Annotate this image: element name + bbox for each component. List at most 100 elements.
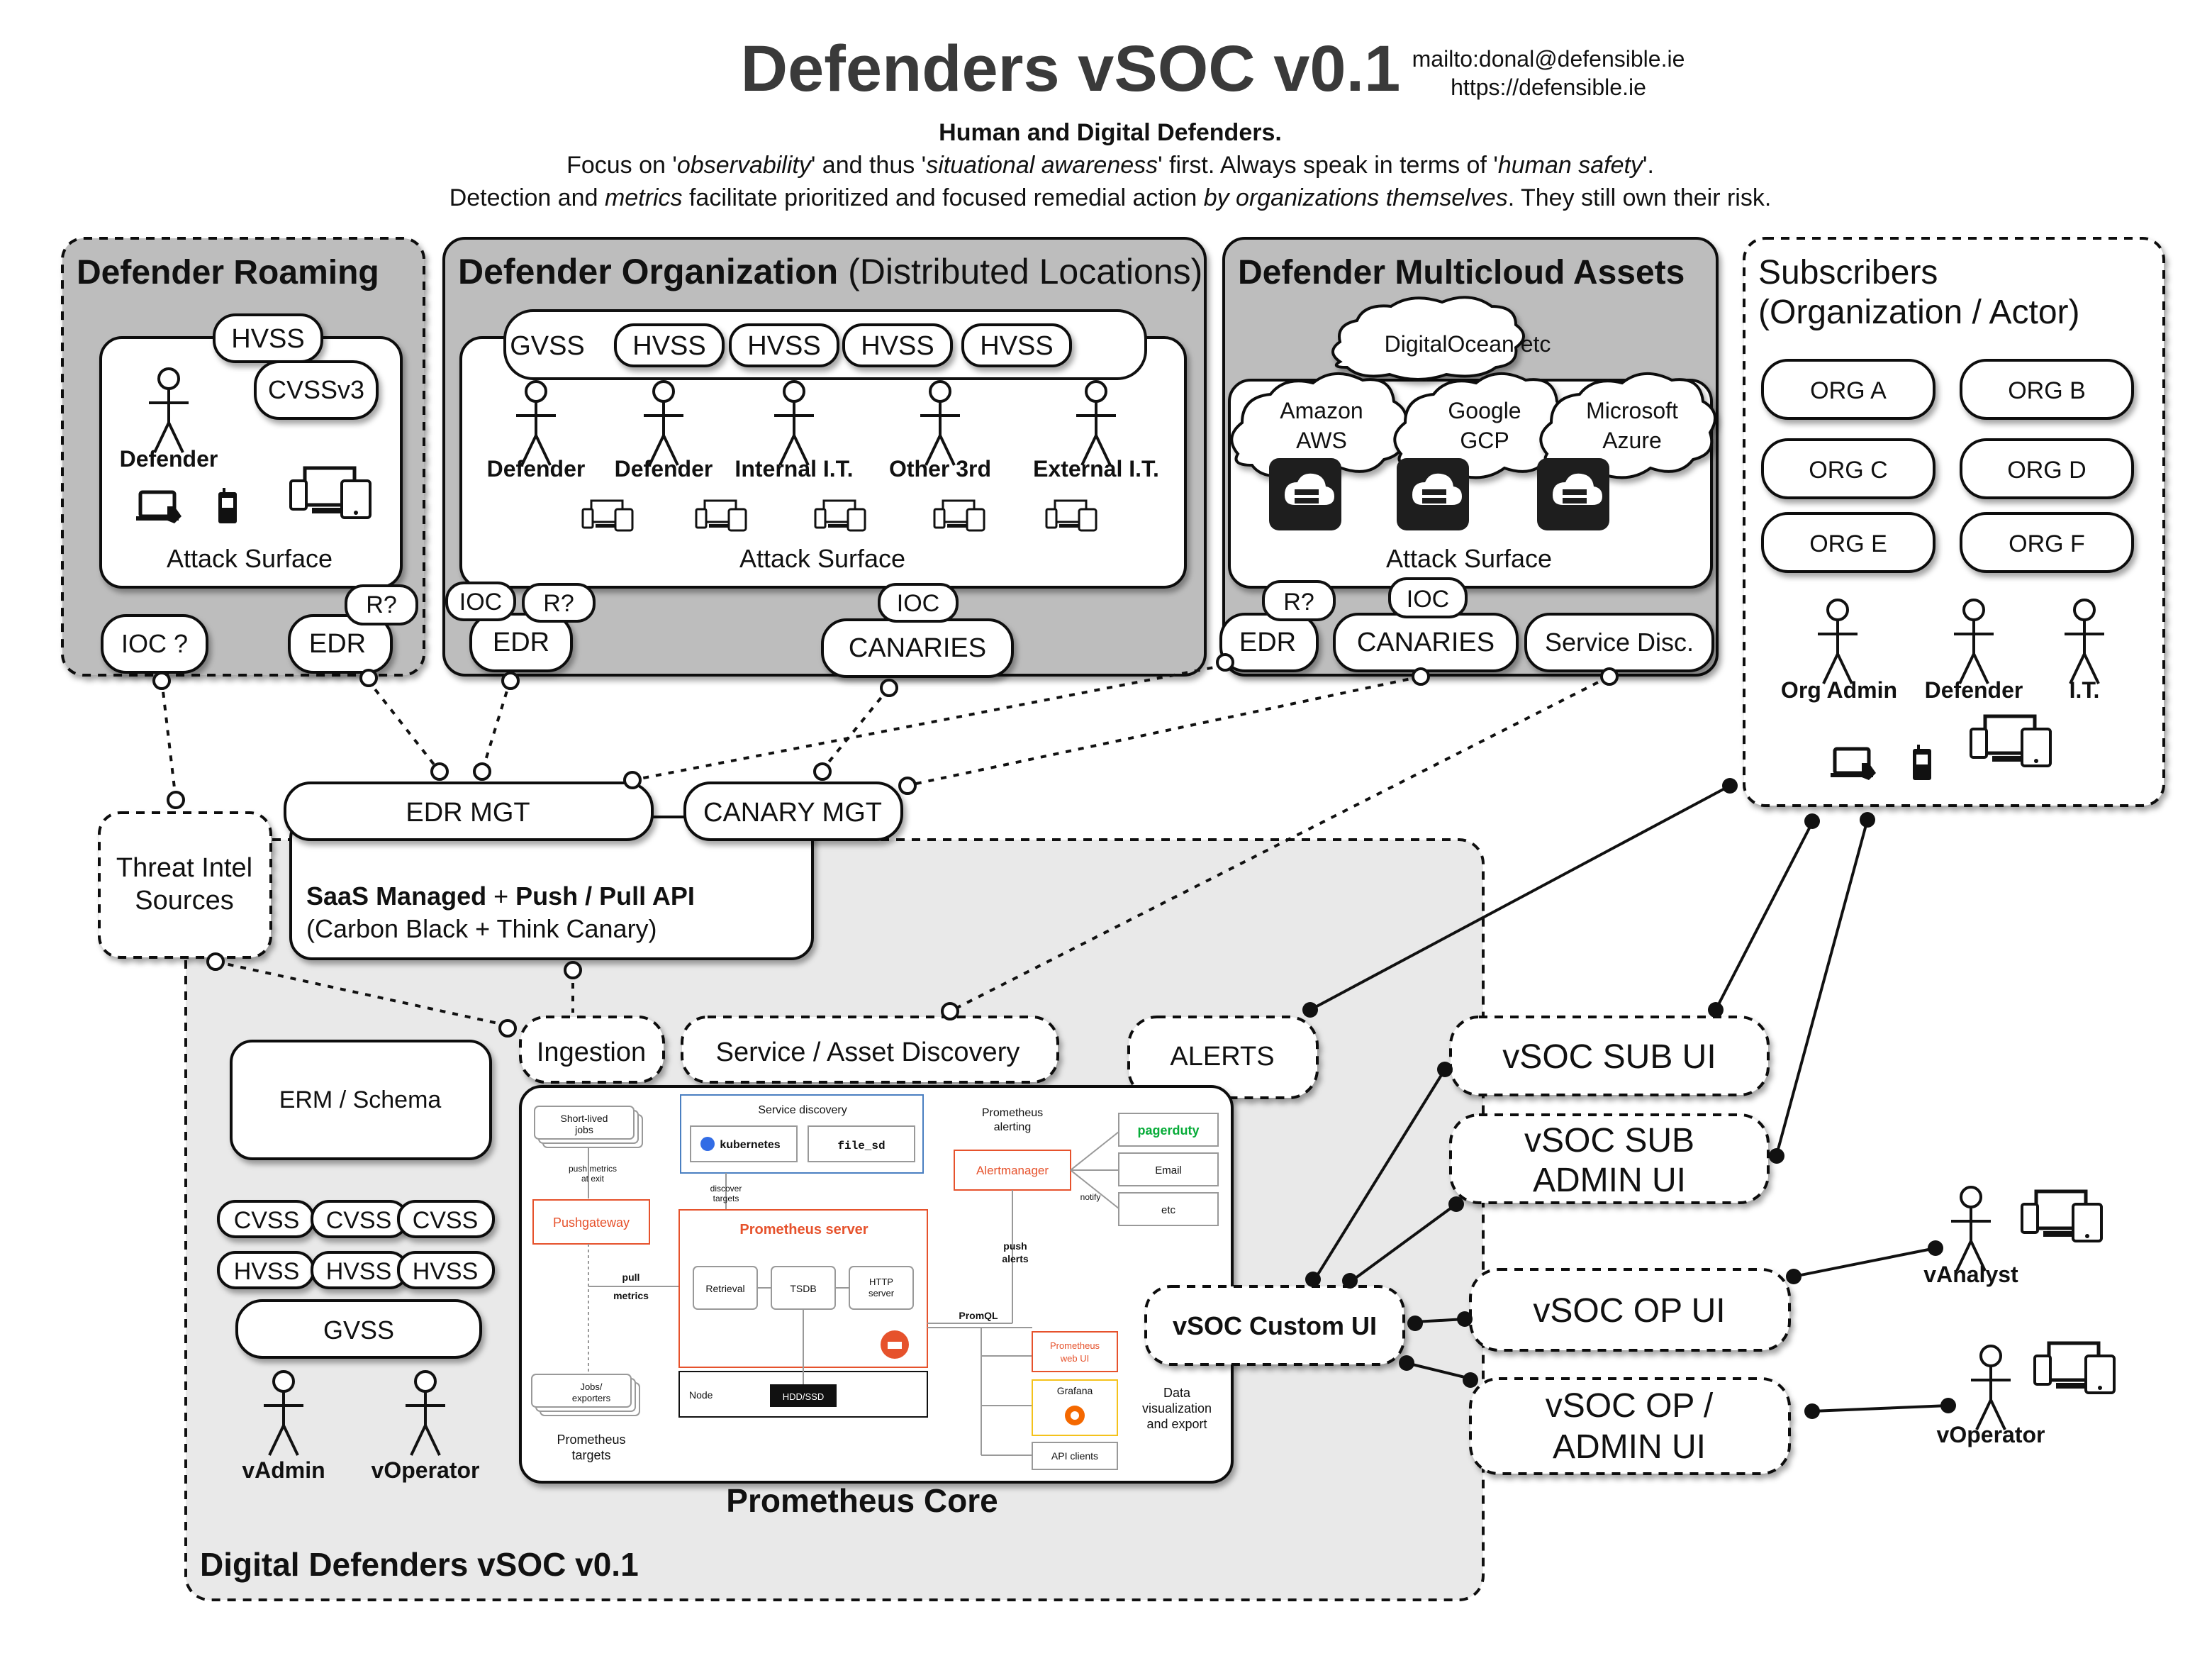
alerts bbox=[1127, 1016, 1319, 1099]
vsoc-op-ui[interactable] bbox=[1469, 1268, 1791, 1352]
svg-text:ORG F: ORG F bbox=[2009, 530, 2085, 557]
svg-text:Email: Email bbox=[1155, 1164, 1182, 1177]
svg-text:push: push bbox=[1003, 1240, 1027, 1252]
svg-text:pull: pull bbox=[622, 1272, 640, 1283]
cloud-server-icon bbox=[1269, 458, 1341, 530]
email-link[interactable]: mailto:donal@defensible.ie bbox=[1412, 46, 1685, 72]
organization-ioc2-badge bbox=[878, 583, 959, 623]
svg-text:notify: notify bbox=[1080, 1192, 1101, 1202]
svg-text:HVSS: HVSS bbox=[632, 331, 705, 361]
header: Defenders vSOC v0.1 mailto:donal@defensi… bbox=[449, 33, 1772, 211]
org-e[interactable] bbox=[1761, 512, 1936, 573]
svg-text:ADMIN UI: ADMIN UI bbox=[1533, 1162, 1686, 1199]
svg-text:Sources: Sources bbox=[135, 886, 233, 916]
svg-text:ORG A: ORG A bbox=[1810, 377, 1887, 404]
svg-text:IOC: IOC bbox=[897, 590, 939, 617]
organization-title: Defender Organization (Distributed Locat… bbox=[458, 252, 1202, 291]
svg-text:Attack Surface: Attack Surface bbox=[739, 544, 905, 573]
kubernetes-icon bbox=[700, 1137, 715, 1151]
ingestion bbox=[519, 1016, 665, 1084]
svg-text:Defender: Defender bbox=[1925, 677, 2023, 703]
svg-text:Internal I.T.: Internal I.T. bbox=[734, 456, 853, 482]
svg-text:Service / Asset Discovery: Service / Asset Discovery bbox=[716, 1038, 1020, 1067]
svg-text:Google: Google bbox=[1448, 398, 1521, 423]
connector-endpoints bbox=[152, 653, 1619, 1038]
vsoc-sub-admin-ui[interactable] bbox=[1449, 1113, 1770, 1204]
svg-text:Defender: Defender bbox=[120, 446, 218, 472]
svg-text:Threat Intel: Threat Intel bbox=[116, 853, 252, 883]
org-c[interactable] bbox=[1761, 438, 1936, 499]
svg-text:HVSS: HVSS bbox=[326, 1258, 392, 1285]
svg-text:Defender: Defender bbox=[615, 456, 713, 482]
svg-text:IOC: IOC bbox=[459, 589, 502, 616]
svg-text:vSOC Custom UI: vSOC Custom UI bbox=[1173, 1311, 1377, 1340]
org-a[interactable] bbox=[1761, 359, 1936, 420]
stick-figure-icon bbox=[1950, 1186, 1992, 1272]
svg-text:Attack Surface: Attack Surface bbox=[167, 544, 333, 573]
svg-text:EDR: EDR bbox=[493, 628, 549, 657]
svg-text:GCP: GCP bbox=[1460, 428, 1509, 453]
multicloud-r-badge bbox=[1262, 580, 1336, 621]
multicloud-title: Defender Multicloud Assets bbox=[1238, 254, 1685, 291]
tablet-hand-icon bbox=[136, 492, 181, 523]
svg-text:HVSS: HVSS bbox=[234, 1258, 300, 1285]
erm-schema bbox=[230, 1040, 492, 1160]
svg-text:IOC: IOC bbox=[1407, 586, 1449, 613]
svg-text:ORG D: ORG D bbox=[2007, 457, 2086, 484]
svg-text:DigitalOcean etc: DigitalOcean etc bbox=[1385, 331, 1551, 357]
org-f[interactable] bbox=[1960, 512, 2134, 573]
vsoc-sub-ui[interactable] bbox=[1449, 1016, 1770, 1096]
roaming-title: Defender Roaming bbox=[77, 254, 379, 291]
roaming-cvss-badge bbox=[254, 360, 379, 420]
svg-text:server: server bbox=[868, 1288, 895, 1298]
phone-icon bbox=[1913, 745, 1931, 780]
cloud-server-icon bbox=[1537, 458, 1609, 530]
svg-text:GVSS: GVSS bbox=[323, 1316, 394, 1345]
vsoc-op-admin-ui[interactable] bbox=[1469, 1377, 1791, 1475]
svg-text:vSOC SUB: vSOC SUB bbox=[1524, 1122, 1694, 1159]
org-d[interactable] bbox=[1960, 438, 2134, 499]
svg-text:Short-lived: Short-lived bbox=[561, 1113, 608, 1124]
gvss-badge bbox=[235, 1299, 482, 1359]
subtitle: Human and Digital Defenders. bbox=[939, 119, 1282, 146]
organization-r-badge bbox=[522, 583, 596, 623]
multicloud-ioc-badge bbox=[1388, 577, 1468, 618]
svg-text:AWS: AWS bbox=[1296, 428, 1347, 453]
svg-text:Amazon: Amazon bbox=[1280, 398, 1363, 423]
svg-text:vSOC SUB UI: vSOC SUB UI bbox=[1502, 1038, 1716, 1076]
svg-text:vAdmin: vAdmin bbox=[242, 1457, 325, 1483]
svg-text:R?: R? bbox=[1283, 589, 1314, 616]
svg-text:ERM / Schema: ERM / Schema bbox=[279, 1086, 442, 1113]
svg-text:targets: targets bbox=[571, 1448, 610, 1462]
subscribers-subtitle: (Organization / Actor) bbox=[1758, 294, 2080, 331]
svg-text:API clients: API clients bbox=[1051, 1450, 1098, 1462]
devices-icon bbox=[2035, 1343, 2114, 1393]
organization-edr bbox=[469, 613, 573, 672]
tagline-2: Detection and metrics facilitate priorit… bbox=[449, 184, 1772, 211]
svg-text:Pushgateway: Pushgateway bbox=[553, 1216, 630, 1230]
org-b[interactable] bbox=[1960, 359, 2134, 420]
svg-text:Service discovery: Service discovery bbox=[758, 1104, 847, 1116]
svg-text:vOperator: vOperator bbox=[1937, 1422, 2045, 1447]
svg-text:CANARY MGT: CANARY MGT bbox=[703, 798, 882, 828]
organization-actors: Defender Defender Internal I.T. Other 3r… bbox=[487, 380, 1159, 532]
etc-target bbox=[1118, 1192, 1219, 1226]
edr-mgt bbox=[284, 782, 654, 841]
vsoc-custom-ui[interactable] bbox=[1144, 1285, 1405, 1366]
svg-text:vAnalyst: vAnalyst bbox=[1923, 1262, 2018, 1287]
website-link[interactable]: https://defensible.ie bbox=[1451, 74, 1646, 100]
svg-text:Data: Data bbox=[1163, 1386, 1191, 1400]
svg-text:HVSS: HVSS bbox=[861, 331, 934, 361]
svg-text:GVSS: GVSS bbox=[510, 331, 585, 361]
svg-text:PromQL: PromQL bbox=[959, 1310, 998, 1321]
short-lived-jobs bbox=[534, 1106, 635, 1140]
svg-text:ORG E: ORG E bbox=[1809, 530, 1887, 557]
svg-text:vOperator: vOperator bbox=[372, 1457, 480, 1483]
hvss-badge bbox=[961, 323, 1072, 367]
subscribers-title: Subscribers bbox=[1758, 254, 1938, 291]
svg-text:Prometheus server: Prometheus server bbox=[739, 1222, 868, 1237]
svg-text:web UI: web UI bbox=[1060, 1353, 1089, 1364]
svg-text:alerts: alerts bbox=[1002, 1253, 1029, 1264]
prometheus-web-ui bbox=[1032, 1331, 1118, 1372]
svg-text:push metrics: push metrics bbox=[569, 1164, 617, 1174]
